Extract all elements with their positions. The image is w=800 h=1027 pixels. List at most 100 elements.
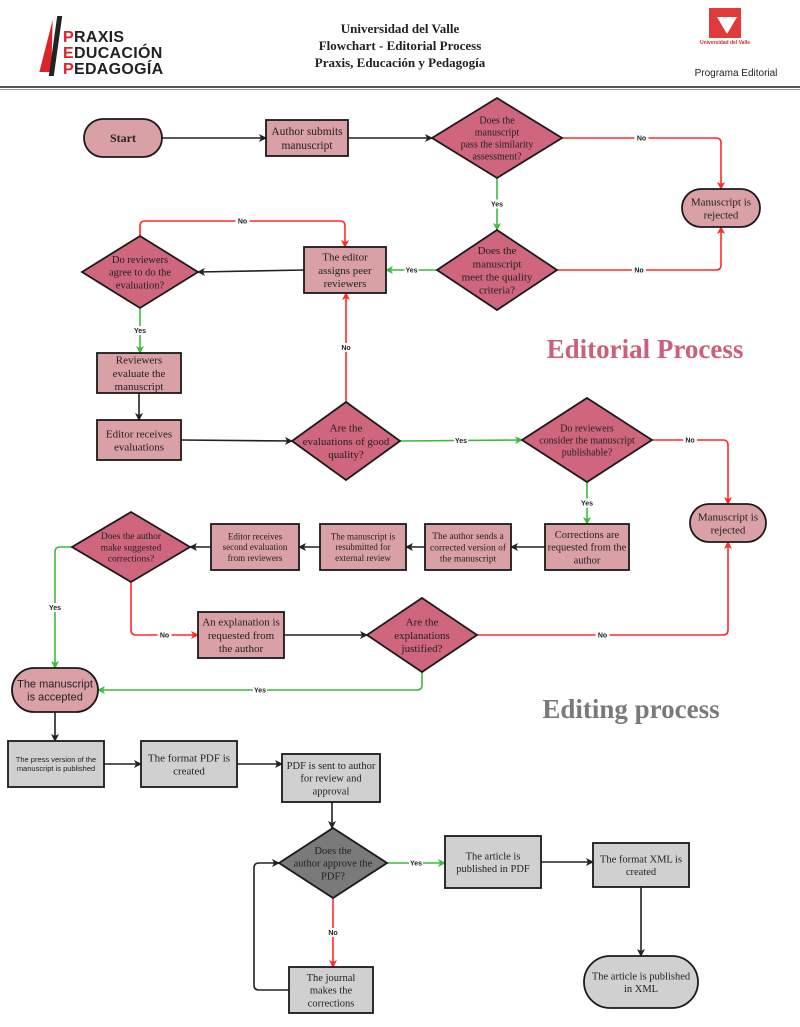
univalle-name: Universidad del Valle <box>699 40 751 46</box>
title-line-flowchart: Flowchart - Editorial Process <box>318 38 482 53</box>
node-label-line: approval <box>313 786 350 797</box>
title-line-university: Universidad del Valle <box>340 21 460 36</box>
process-box <box>544 523 630 571</box>
edge-label-background <box>595 630 610 640</box>
edge-label-yes: Yes <box>254 688 266 695</box>
univalle-mark-icon <box>709 8 741 38</box>
edge-approve-to-pubpdf: Yes <box>387 858 446 868</box>
decision-diamond <box>365 596 479 674</box>
node-label-line: The author sends a <box>432 532 504 542</box>
node-label-line: The article is <box>466 851 521 862</box>
edge-label-background <box>133 326 147 335</box>
node-label-line: external review <box>335 553 391 563</box>
edge-label-background <box>580 498 594 508</box>
decision-diamond <box>520 396 654 484</box>
process-box <box>210 523 300 571</box>
edge-label-background <box>404 265 419 275</box>
edge-line <box>130 582 199 639</box>
node-label-line: reviewers <box>324 278 367 290</box>
praxis-logo: PRAXIS EDUCACIÓN PEDAGOGÍA <box>35 12 205 80</box>
node-label-line: make suggested <box>101 543 162 553</box>
node-label-line: criteria? <box>479 285 515 297</box>
node-label-line: from reviewers <box>228 553 283 563</box>
node-label-line: created <box>173 765 205 777</box>
edge-label-yes: Yes <box>491 202 503 209</box>
edge-line <box>652 439 732 505</box>
node-label-line: Corrections are <box>555 530 620 541</box>
node-label-line: meet the quality <box>462 271 533 283</box>
edge-publishable-to-corrreq: Yes <box>580 482 594 525</box>
node-label-line: corrections <box>308 998 355 1009</box>
node-label-line: evaluations <box>114 441 164 453</box>
edge-label-background <box>490 199 504 209</box>
node-label-line: requested from <box>208 630 275 642</box>
edge-label-background <box>632 265 646 275</box>
node-label-line: rejected <box>704 209 739 221</box>
node-label-line: corrected version of <box>430 542 507 553</box>
process-box <box>303 246 387 294</box>
node-label-line: Are the <box>406 617 439 629</box>
node-label-line: in XML <box>624 984 658 995</box>
node-label-line: Manuscript is <box>698 511 758 523</box>
title-line-journal: Praxis, Educación y Pedagogía <box>314 55 486 70</box>
edge-line <box>562 137 725 190</box>
node-label-line: Author submits <box>271 126 343 138</box>
edge-label-background <box>235 216 250 226</box>
edge-label-no: No <box>341 345 350 352</box>
node-label-line: The article is published <box>592 971 691 982</box>
node-label-line: published in PDF <box>456 864 530 875</box>
node-pubxml: The article is published in XML <box>583 955 699 1009</box>
process-box <box>140 740 238 788</box>
node-label-line: is accepted <box>27 691 83 703</box>
edge-label-yes: Yes <box>405 268 417 275</box>
programa-editorial-label: Programa Editorial <box>694 68 778 79</box>
edge-label-no: No <box>598 633 607 640</box>
edge-label-yes: Yes <box>49 605 61 612</box>
node-label-line: assessment? <box>473 152 522 163</box>
edge-label-yes: Yes <box>410 861 422 868</box>
decision-diamond <box>277 826 389 900</box>
process-box <box>197 611 285 659</box>
process-box <box>424 523 512 571</box>
node-label-line: The format XML is <box>600 854 682 865</box>
edge-quality-to-rejected1: No <box>557 226 725 275</box>
process-box <box>319 523 407 571</box>
node-start: Start <box>83 118 163 158</box>
process-box <box>7 740 105 788</box>
edge-line <box>477 541 732 636</box>
edge-label-yes: Yes <box>581 501 593 508</box>
node-label-line: Manuscript is <box>691 196 751 208</box>
univalle-logo: Universidad del Valle Programa Editorial <box>676 8 796 86</box>
node-label-line: the author <box>219 643 264 655</box>
decision-diamond <box>70 510 192 584</box>
edge-agree-to-evaluate: Yes <box>133 308 147 354</box>
node-label-line: explanations <box>394 630 450 642</box>
logo-wordmark: PRAXIS EDUCACIÓN PEDAGOGÍA <box>63 30 164 78</box>
node-label-line: Does the <box>479 116 515 127</box>
edge-makecorr-to-explreq: No <box>130 582 199 640</box>
process-box <box>281 753 381 803</box>
process-box <box>288 966 374 1014</box>
edge-similarity-to-quality: Yes <box>490 178 504 231</box>
edge-label-no: No <box>637 136 646 143</box>
node-label-line: created <box>626 867 657 878</box>
node-label-line: author <box>574 555 601 566</box>
node-label-line: The editor <box>322 252 368 264</box>
edge-agree-to-assign: No <box>139 216 349 248</box>
node-label-line: agree to do the <box>109 268 171 279</box>
edge-label-no: No <box>160 633 169 640</box>
process-box <box>592 842 690 888</box>
edge-label-no: No <box>328 930 337 937</box>
node-label-line: Does the <box>314 846 351 857</box>
node-label-line: requested from the <box>548 543 627 554</box>
